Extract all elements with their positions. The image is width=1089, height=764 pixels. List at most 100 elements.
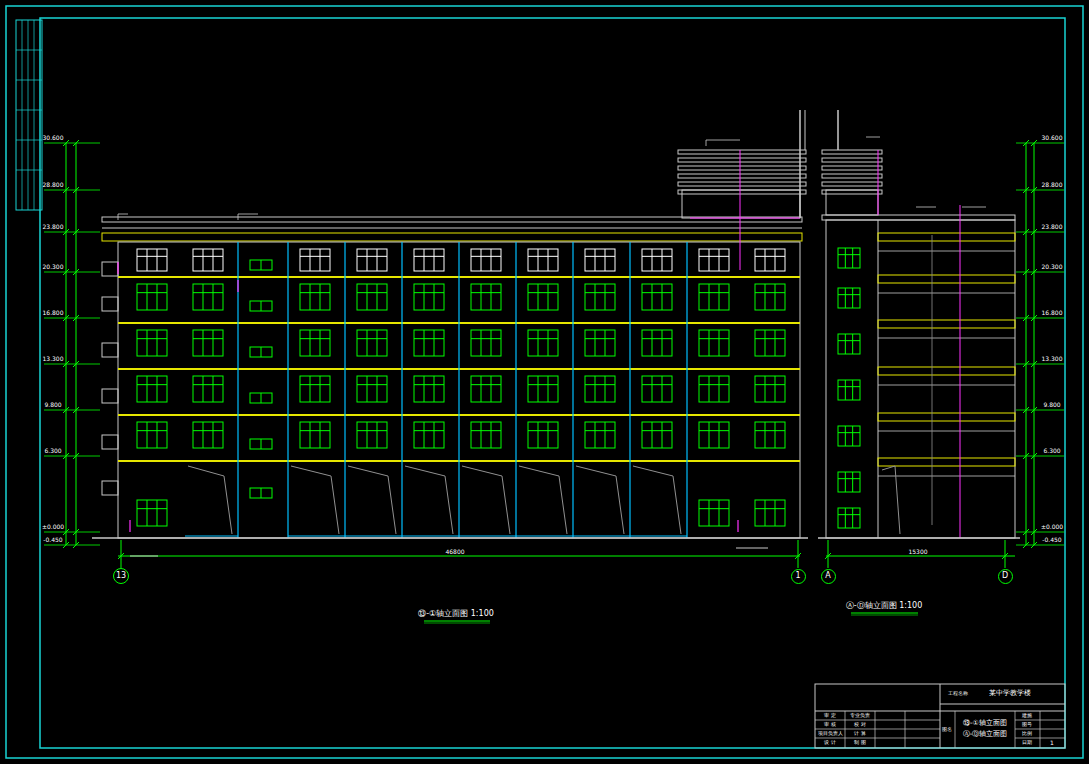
dimension-tick xyxy=(1023,187,1029,193)
project-name: 某中学教学楼 xyxy=(989,690,1031,698)
window-symbol xyxy=(838,380,860,400)
side-wall-line xyxy=(878,220,879,538)
window-transom xyxy=(755,256,785,257)
ground-line xyxy=(92,537,808,539)
window-symbol xyxy=(699,376,729,402)
penthouse-edge xyxy=(690,218,800,219)
window-mullion xyxy=(377,284,378,310)
window-mullion xyxy=(548,284,549,310)
margin-table-line xyxy=(16,80,42,81)
axis-bubble: D xyxy=(998,569,1013,584)
title-block-line xyxy=(815,711,1065,712)
window-mullion xyxy=(320,330,321,356)
dimension-line xyxy=(66,143,67,545)
window-mullion xyxy=(765,500,766,526)
window-mullion xyxy=(852,248,853,268)
window-transom xyxy=(699,256,729,257)
window-transom xyxy=(838,254,860,255)
floor-band xyxy=(878,233,1015,241)
dimension-tick xyxy=(63,140,69,146)
window-transom xyxy=(471,338,501,339)
shopfront-line xyxy=(291,466,331,476)
window-symbol xyxy=(755,376,785,402)
dimension-tick xyxy=(1023,453,1029,459)
window-transom xyxy=(414,430,444,431)
window-symbol xyxy=(137,376,167,402)
window-mullion xyxy=(662,376,663,402)
title-block-line xyxy=(845,711,846,748)
window-transom xyxy=(585,292,615,293)
window-transom xyxy=(838,478,860,479)
margin-table-line xyxy=(34,20,35,210)
window-mullion xyxy=(548,376,549,402)
title-block-cell: 专业负责 xyxy=(850,713,870,719)
window-mullion xyxy=(310,249,311,271)
window-mullion xyxy=(261,347,262,357)
title-block-line xyxy=(815,738,940,739)
window-mullion xyxy=(719,330,720,356)
column-line xyxy=(629,242,630,538)
window-mullion xyxy=(424,330,425,356)
column-line xyxy=(458,242,459,538)
dimension-tick xyxy=(63,361,69,367)
window-mullion xyxy=(775,422,776,448)
margin-table-line xyxy=(28,20,29,210)
dimension-tick xyxy=(1031,407,1037,413)
window-transom xyxy=(137,508,167,509)
window-mullion xyxy=(367,330,368,356)
window-mullion xyxy=(662,284,663,310)
level-elevation: 20.300 xyxy=(1042,264,1063,271)
window-symbol xyxy=(528,249,558,271)
louver xyxy=(678,190,806,194)
dimension-tick xyxy=(118,553,124,559)
louver xyxy=(822,166,882,170)
window-transom xyxy=(699,384,729,385)
level-elevation: 28.800 xyxy=(43,182,64,189)
window-symbol xyxy=(585,284,615,310)
window-symbol xyxy=(585,422,615,448)
window-mullion xyxy=(491,249,492,271)
shopfront-line xyxy=(224,476,232,534)
window-mullion xyxy=(709,376,710,402)
guide-line xyxy=(932,235,933,525)
window-transom xyxy=(357,384,387,385)
dimension-tick xyxy=(1031,140,1037,146)
window-mullion xyxy=(481,422,482,448)
axis-line xyxy=(798,540,799,568)
window-transom xyxy=(300,292,330,293)
louver xyxy=(678,182,806,186)
title-block-cell: 图名 xyxy=(942,727,952,733)
window-transom xyxy=(642,430,672,431)
antenna xyxy=(837,110,839,150)
window-mullion xyxy=(147,422,148,448)
leader-line xyxy=(130,556,158,557)
window-mullion xyxy=(775,249,776,271)
level-elevation: 9.800 xyxy=(44,402,61,409)
window-mullion xyxy=(203,422,204,448)
margin-table-line xyxy=(16,140,42,141)
window-transom xyxy=(642,256,672,257)
title-block-line xyxy=(815,720,940,721)
title-block-line xyxy=(815,729,940,730)
window-transom xyxy=(528,338,558,339)
antenna xyxy=(805,110,806,150)
window-mullion xyxy=(652,376,653,402)
leader-line xyxy=(916,207,936,208)
window-transom xyxy=(838,340,860,341)
axis-number: 13 xyxy=(116,572,126,580)
floor-band xyxy=(878,275,1015,283)
window-symbol xyxy=(642,249,672,271)
level-line xyxy=(1016,545,1064,546)
dimension-tick xyxy=(1023,542,1029,548)
window-transom xyxy=(585,430,615,431)
window-mullion xyxy=(377,422,378,448)
dimension-tick xyxy=(795,553,801,559)
window-mullion xyxy=(377,249,378,271)
shopfront-line xyxy=(616,476,624,534)
shopfront-line xyxy=(502,476,510,534)
louver xyxy=(678,158,806,162)
window-transom xyxy=(357,338,387,339)
level-elevation: 23.800 xyxy=(43,224,64,231)
